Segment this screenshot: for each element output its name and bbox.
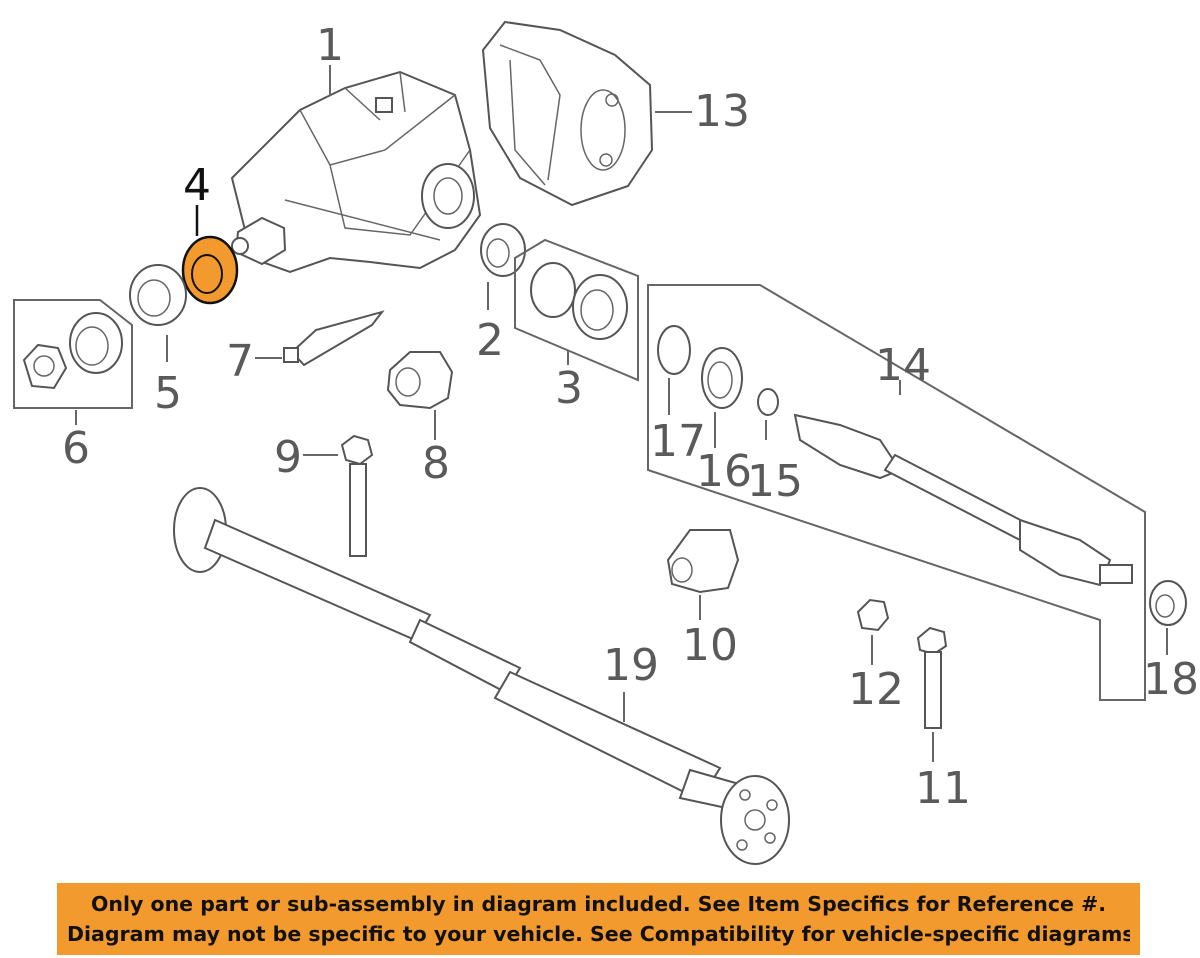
- part-12-nut: [856, 598, 890, 632]
- callout-14: 14: [875, 340, 931, 391]
- part-9-bolt: [340, 434, 374, 557]
- part-1-differential-housing: [230, 70, 482, 274]
- exploded-view-drawing: 1 13 4 5 6 2 3 7 8 9 10 14 15 16 17 18 1…: [13, 20, 1199, 865]
- callout-4: 4: [183, 160, 211, 211]
- callout-5: 5: [154, 368, 182, 419]
- part-3-seal-kit: [514, 238, 639, 382]
- part-13-differential-cover: [481, 20, 654, 207]
- callout-8: 8: [422, 438, 450, 489]
- part-10-bushing: [666, 529, 740, 594]
- callout-9: 9: [274, 432, 302, 483]
- callout-7: 7: [226, 336, 254, 387]
- part-19-drive-shaft: [173, 487, 790, 865]
- callout-13: 13: [694, 86, 750, 137]
- callout-12: 12: [848, 664, 904, 715]
- disclaimer-line-2: Diagram may not be specific to your vehi…: [67, 922, 1130, 946]
- callout-labels: 1 13 4 5 6 2 3 7 8 9 10 14 15 16 17 18 1…: [62, 20, 1199, 814]
- part-11-bolt: [916, 626, 948, 729]
- disclaimer-banner: Only one part or sub-assembly in diagram…: [57, 883, 1140, 955]
- callout-15: 15: [747, 456, 803, 507]
- callout-2: 2: [476, 315, 504, 366]
- callout-6: 6: [62, 423, 90, 474]
- seal-inner-ring: [191, 254, 223, 294]
- part-2-seal: [480, 223, 526, 277]
- part-5-seal: [129, 264, 187, 326]
- callout-17: 17: [650, 416, 706, 467]
- part-6-nut-and-seal-kit: [13, 299, 133, 409]
- part-8-bushing: [386, 351, 454, 410]
- callout-1: 1: [316, 20, 344, 71]
- part-18-seal: [1149, 580, 1187, 626]
- callout-19: 19: [603, 640, 659, 691]
- callout-10: 10: [682, 620, 738, 671]
- leader-lines: [75, 65, 1168, 762]
- callout-11: 11: [915, 763, 971, 814]
- part-7-sealant-tube: [283, 310, 385, 367]
- disclaimer-line-1: Only one part or sub-assembly in diagram…: [90, 892, 1107, 916]
- part-4-seal-highlighted: [181, 235, 239, 305]
- callout-16: 16: [696, 446, 752, 497]
- part-14-axle-shaft: [647, 284, 1146, 701]
- callout-18: 18: [1143, 654, 1199, 705]
- callout-3: 3: [555, 363, 583, 414]
